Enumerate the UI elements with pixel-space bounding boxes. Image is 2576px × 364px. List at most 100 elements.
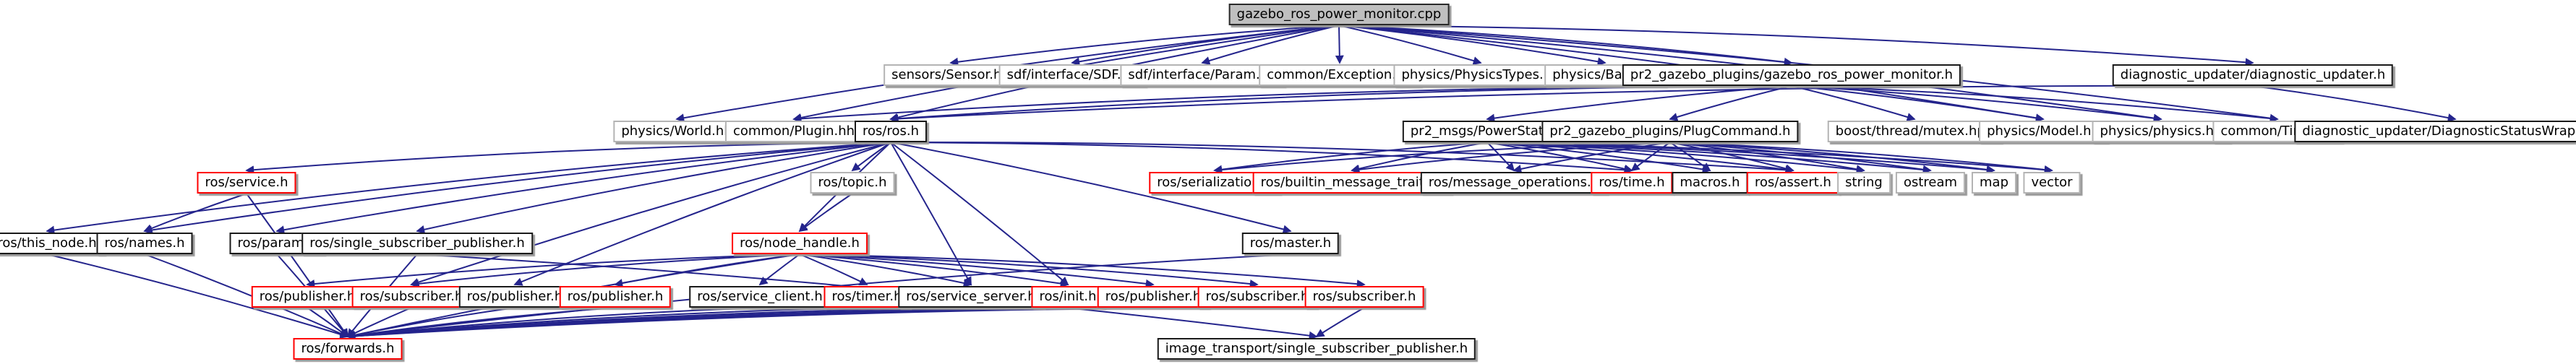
include-edge-nodehandle-svcserver <box>799 254 972 287</box>
include-edge-plugcmd-macros <box>1669 142 1711 172</box>
node-ssp[interactable]: ros/single_subscriber_publisher.h <box>301 233 533 254</box>
node-pub38[interactable]: ros/publisher.h <box>251 286 364 308</box>
include-edge-powerstate-builtin <box>1351 142 1488 173</box>
include-edge-nodehandle-sub39 <box>410 254 800 288</box>
include-edge-plugcmd-ostream <box>1669 142 1932 174</box>
include-edge-service-names <box>143 193 247 233</box>
node-grpmh[interactable]: pr2_gazebo_plugins/gazebo_ros_power_moni… <box>1622 64 1961 86</box>
node-sub39[interactable]: ros/subscriber.h <box>351 286 471 308</box>
include-edge-rosros-paramh <box>275 142 891 235</box>
include-edge-powerstate-assert <box>1486 142 1794 174</box>
node-macros[interactable]: macros.h <box>1672 172 1748 194</box>
node-plugcmd[interactable]: pr2_gazebo_plugins/PlugCommand.h <box>1541 121 1799 142</box>
include-edge-plugcmd-string <box>1669 142 1865 174</box>
include-edge-grpmh-timehh <box>1791 85 2279 123</box>
node-init[interactable]: ros/init.h <box>1031 286 1105 308</box>
node-phystypes[interactable]: physics/PhysicsTypes.hh <box>1393 64 1568 86</box>
include-edge-cpp-phystypes <box>1338 25 1482 65</box>
node-diagwrap[interactable]: diagnostic_updater/DiagnosticStatusWrapp… <box>2294 121 2576 142</box>
include-edge-nodehandle-sub47 <box>799 254 1259 288</box>
node-pub40[interactable]: ros/publisher.h <box>458 286 571 308</box>
include-edge-cpp-base <box>1338 25 1606 66</box>
node-service[interactable]: ros/service.h <box>197 172 296 194</box>
node-nodehandle[interactable]: ros/node_handle.h <box>732 233 868 254</box>
include-edge-grpmh-plugin <box>792 85 1792 124</box>
include-edge-nodehandle-pub38 <box>306 254 800 289</box>
node-pub41[interactable]: ros/publisher.h <box>559 286 672 308</box>
node-plugin[interactable]: common/Plugin.hh <box>724 121 863 142</box>
node-forwards[interactable]: ros/forwards.h <box>293 338 403 360</box>
node-sensor[interactable]: sensors/Sensor.hh <box>883 64 1018 86</box>
node-assert[interactable]: ros/assert.h <box>1747 172 1839 194</box>
node-rostime[interactable]: ros/time.h <box>1591 172 1673 194</box>
node-paramsdf[interactable]: sdf/interface/Param.hh <box>1120 64 1285 86</box>
node-master[interactable]: ros/master.h <box>1241 233 1340 254</box>
include-edge-rosros-names <box>143 142 891 235</box>
node-world[interactable]: physics/World.hh <box>613 121 740 142</box>
node-cpp[interactable]: gazebo_ros_power_monitor.cpp <box>1228 4 1450 25</box>
include-edge-cpp-grpmh <box>1338 25 1793 66</box>
node-svcserver[interactable]: ros/service_server.h <box>898 286 1044 308</box>
node-builtin[interactable]: ros/builtin_message_traits.h <box>1252 172 1452 194</box>
include-edge-pub40-forwards <box>346 307 515 339</box>
include-edge-plugcmd-msgops <box>1512 142 1671 173</box>
include-edge-sub48-forwards <box>346 306 1365 341</box>
include-edge-rosros-master <box>890 142 1292 234</box>
node-diagupd[interactable]: diagnostic_updater/diagnostic_updater.h <box>2112 64 2394 86</box>
include-edge-pub38-forwards <box>307 307 349 338</box>
include-edge-svcclient-forwards <box>346 307 761 340</box>
node-physics[interactable]: physics/physics.hh <box>2092 121 2230 142</box>
include-edge-sub48-imgssp <box>1315 307 1365 337</box>
include-edge-topic-nodehandle <box>798 193 853 233</box>
include-edge-rosros-rostime <box>890 142 1633 175</box>
include-edge-diagupd-rosros <box>889 84 2254 124</box>
include-edge-rosros-sub39 <box>410 142 891 287</box>
node-pub46[interactable]: ros/publisher.h <box>1097 286 1210 308</box>
include-edge-rosros-ssp <box>416 142 891 234</box>
include-edge-names-forwards <box>144 254 349 338</box>
node-svcclient[interactable]: ros/service_client.h <box>689 286 831 308</box>
node-sub48[interactable]: ros/subscriber.h <box>1304 286 1424 308</box>
include-edge-cpp-sensor <box>949 25 1340 66</box>
node-string[interactable]: string <box>1837 172 1891 194</box>
node-powerstate[interactable]: pr2_msgs/PowerState.h <box>1402 121 1572 142</box>
node-mutex[interactable]: boost/thread/mutex.hpp <box>1827 121 2002 142</box>
include-edge-rosros-svcserver <box>890 142 972 286</box>
node-map[interactable]: map <box>1972 172 2016 194</box>
include-edge-rosros-service <box>245 142 891 175</box>
node-timer[interactable]: ros/timer.h <box>823 286 910 308</box>
include-edge-plugcmd-rostime <box>1630 142 1671 172</box>
node-rosros[interactable]: ros/ros.h <box>855 121 927 142</box>
include-edge-nodehandle-sub48 <box>799 254 1366 289</box>
node-msgops[interactable]: ros/message_operations.h <box>1420 172 1608 194</box>
include-edge-grpmh-mutex <box>1791 85 1916 121</box>
include-edge-rosros-init <box>890 142 1069 286</box>
node-imgssp[interactable]: image_transport/single_subscriber_publis… <box>1157 338 1476 360</box>
include-edge-plugcmd-builtin <box>1351 142 1671 174</box>
include-edge-pub41-forwards <box>346 307 616 340</box>
include-edge-rosros-thisnode <box>46 142 891 235</box>
include-edge-powerstate-rostime <box>1486 142 1633 173</box>
include-edge-thisnode-forwards <box>46 254 349 339</box>
node-vector[interactable]: vector <box>2023 172 2081 194</box>
include-edge-cpp-paramsdf <box>1201 25 1340 65</box>
include-edge-diagupd-diagwrap <box>2252 85 2457 122</box>
include-edge-nodehandle-init <box>799 254 1069 288</box>
include-edge-cpp-exception <box>1335 25 1344 64</box>
include-edge-grpmh-model <box>1791 85 2045 123</box>
node-sub47[interactable]: ros/subscriber.h <box>1197 286 1317 308</box>
node-thisnode[interactable]: ros/this_node.h <box>0 233 105 254</box>
include-edge-plugcmd-vector <box>1669 142 2053 174</box>
include-edge-powerstate-msgops <box>1486 142 1515 172</box>
node-topic[interactable]: ros/topic.h <box>810 172 895 194</box>
include-edge-rosros-pub40 <box>513 142 891 286</box>
include-edge-plugcmd-assert <box>1669 142 1794 173</box>
include-edge-grpmh-physics <box>1791 85 2162 123</box>
include-edge-rosros-assert <box>890 141 1794 175</box>
include-edge-nodehandle-timer <box>799 254 868 285</box>
node-model[interactable]: physics/Model.hh <box>1979 121 2108 142</box>
node-names[interactable]: ros/names.h <box>96 233 193 254</box>
node-ostream[interactable]: ostream <box>1895 172 1966 194</box>
include-edge-service-forwards <box>246 193 349 338</box>
